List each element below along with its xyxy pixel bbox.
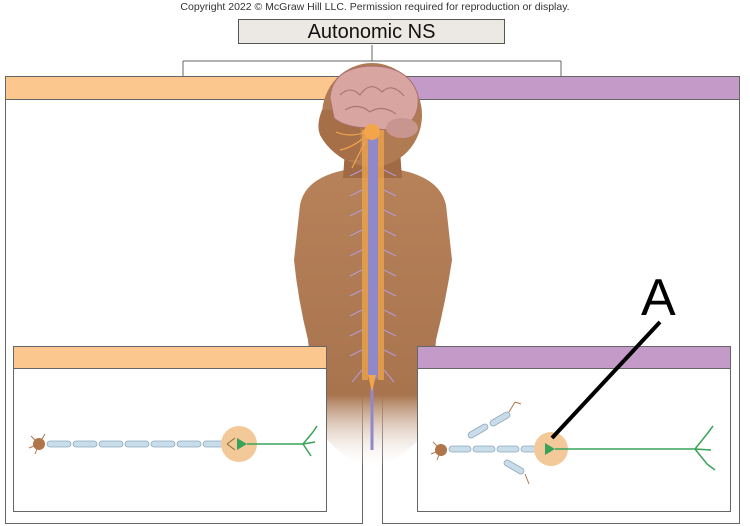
cerebellum xyxy=(386,118,418,138)
parasympathetic-neuron-band xyxy=(417,346,731,369)
postganglionic-cell-body xyxy=(237,438,247,450)
spinal-cord xyxy=(368,130,378,380)
brain-folds xyxy=(339,86,405,115)
copyright-notice: Copyright 2022 © McGraw Hill LLC. Permis… xyxy=(180,1,570,13)
myelinated-axon xyxy=(46,440,228,448)
callout-label-a: A xyxy=(641,269,676,327)
spinal-cord-end xyxy=(368,375,376,392)
parasympathetic-neuron-panel xyxy=(417,346,731,512)
postganglionic-cell-body xyxy=(545,443,555,455)
branched-myelinated-axon xyxy=(448,411,544,475)
axon-terminals xyxy=(226,437,236,451)
title-box: Autonomic NS xyxy=(238,19,505,44)
callout-line xyxy=(550,320,662,440)
sympathetic-chain-left xyxy=(362,130,368,380)
cranial-nerves xyxy=(335,131,367,169)
sympathetic-neuron-diagram xyxy=(28,425,318,462)
sympathetic-neuron-panel xyxy=(13,346,327,512)
parasympathetic-header-band xyxy=(382,76,740,100)
parasympathetic-neuron-diagram xyxy=(430,401,716,485)
postganglionic-axon xyxy=(247,425,318,457)
sympathetic-neuron-band xyxy=(13,346,327,369)
sympathetic-chain-right xyxy=(378,130,384,380)
preganglionic-dendrites xyxy=(430,441,442,461)
sympathetic-header-band xyxy=(5,76,363,100)
postganglionic-axon xyxy=(555,425,716,471)
spinal-nerves xyxy=(349,169,397,383)
branch-endings xyxy=(508,401,530,485)
preganglionic-dendrites xyxy=(28,433,46,455)
brainstem xyxy=(364,124,380,140)
